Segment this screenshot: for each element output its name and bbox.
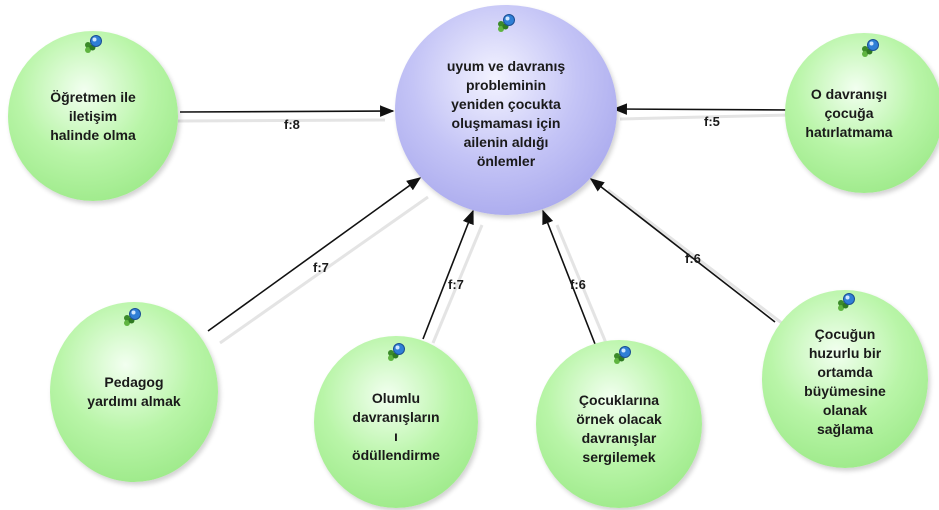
edge-shadow xyxy=(219,195,429,345)
edge-shadow xyxy=(619,113,791,121)
edge-n2 xyxy=(612,103,793,115)
edge-shadow-group xyxy=(177,113,791,345)
concept-icon xyxy=(386,342,406,362)
concept-label-n1: Öğretmen ile iletişim halinde olma xyxy=(50,88,136,143)
edge-label-n3: f:7 xyxy=(313,260,329,275)
concept-node-n4[interactable]: Olumlu davranışların ı ödüllendirme xyxy=(314,336,478,508)
edge-shadow xyxy=(431,224,484,344)
concept-label-n5: Çocuklarına örnek olacak davranışlar ser… xyxy=(576,392,662,465)
edge-label-n2: f:5 xyxy=(704,114,720,129)
edge-label-n6: f:6 xyxy=(685,251,701,266)
center-concept-node[interactable]: uyum ve davranış probleminin yeniden çoc… xyxy=(395,5,617,215)
concept-icon xyxy=(496,13,516,33)
concept-node-n1[interactable]: Öğretmen ile iletişim halinde olma xyxy=(8,31,178,201)
concept-icon xyxy=(836,292,856,312)
concept-node-n2[interactable]: O davranışı çocuğa hatırlatmama xyxy=(785,33,939,193)
concept-node-n6[interactable]: Çocuğun huzurlu bir ortamda büyümesine o… xyxy=(762,290,928,468)
edge-n4 xyxy=(422,209,474,340)
concept-node-n5[interactable]: Çocuklarına örnek olacak davranışlar ser… xyxy=(536,340,702,508)
center-concept-label: uyum ve davranış probleminin yeniden çoc… xyxy=(446,58,566,169)
concept-icon xyxy=(122,307,142,327)
edge-n1 xyxy=(179,105,395,117)
edge-label-n5: f:6 xyxy=(570,277,586,292)
concept-label-n2: O davranışı çocuğa hatırlatmama xyxy=(805,85,893,140)
concept-icon xyxy=(860,38,880,58)
edge-label-n4: f:7 xyxy=(448,277,464,292)
edge-shadow xyxy=(555,224,608,344)
edge-shadow xyxy=(607,188,784,326)
concept-label-n6: Çocuğun huzurlu bir ortamda büyümesine o… xyxy=(804,326,886,437)
edge-shadow xyxy=(177,118,386,123)
concept-label-n4: Olumlu davranışların ı ödüllendirme xyxy=(352,390,440,463)
concept-node-n3[interactable]: Pedagog yardımı almak xyxy=(50,302,218,482)
concept-icon xyxy=(612,345,632,365)
edge-n5 xyxy=(542,209,596,345)
concept-icon xyxy=(83,34,103,54)
edge-n6 xyxy=(589,178,776,323)
concept-label-n3: Pedagog yardımı almak xyxy=(87,374,181,409)
edge-label-n1: f:8 xyxy=(284,117,300,132)
edge-n3 xyxy=(207,177,422,332)
